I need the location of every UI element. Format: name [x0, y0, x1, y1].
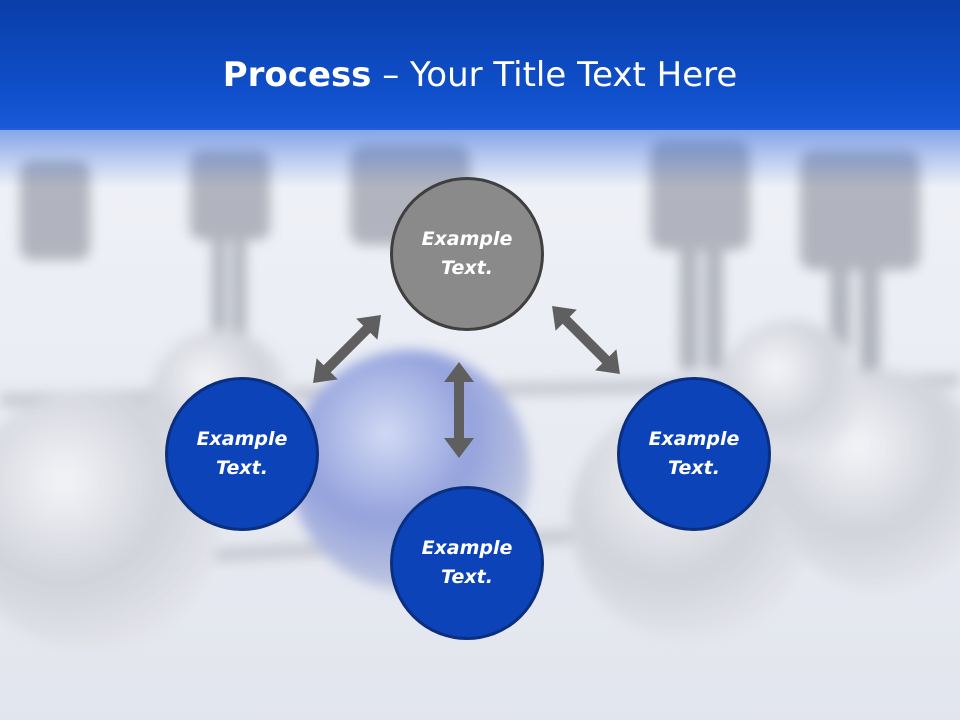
node-right-label: Example Text.	[648, 428, 740, 479]
title-bold: Process	[222, 55, 372, 95]
node-left-label: Example Text.	[196, 428, 288, 479]
node-right: Example Text.	[617, 377, 771, 531]
arrow-top-left	[313, 315, 381, 383]
title-bar	[0, 0, 960, 130]
slide-title: Process – Your Title Text Here	[0, 52, 960, 98]
arrow-top-bottom	[444, 362, 474, 458]
arrow-top-right	[552, 306, 620, 374]
node-left: Example Text.	[165, 377, 319, 531]
node-top-label: Example Text.	[421, 228, 513, 279]
node-bottom-label: Example Text.	[421, 537, 513, 588]
title-rest: – Your Title Text Here	[371, 55, 738, 95]
node-top: Example Text.	[390, 177, 544, 331]
node-bottom: Example Text.	[390, 486, 544, 640]
